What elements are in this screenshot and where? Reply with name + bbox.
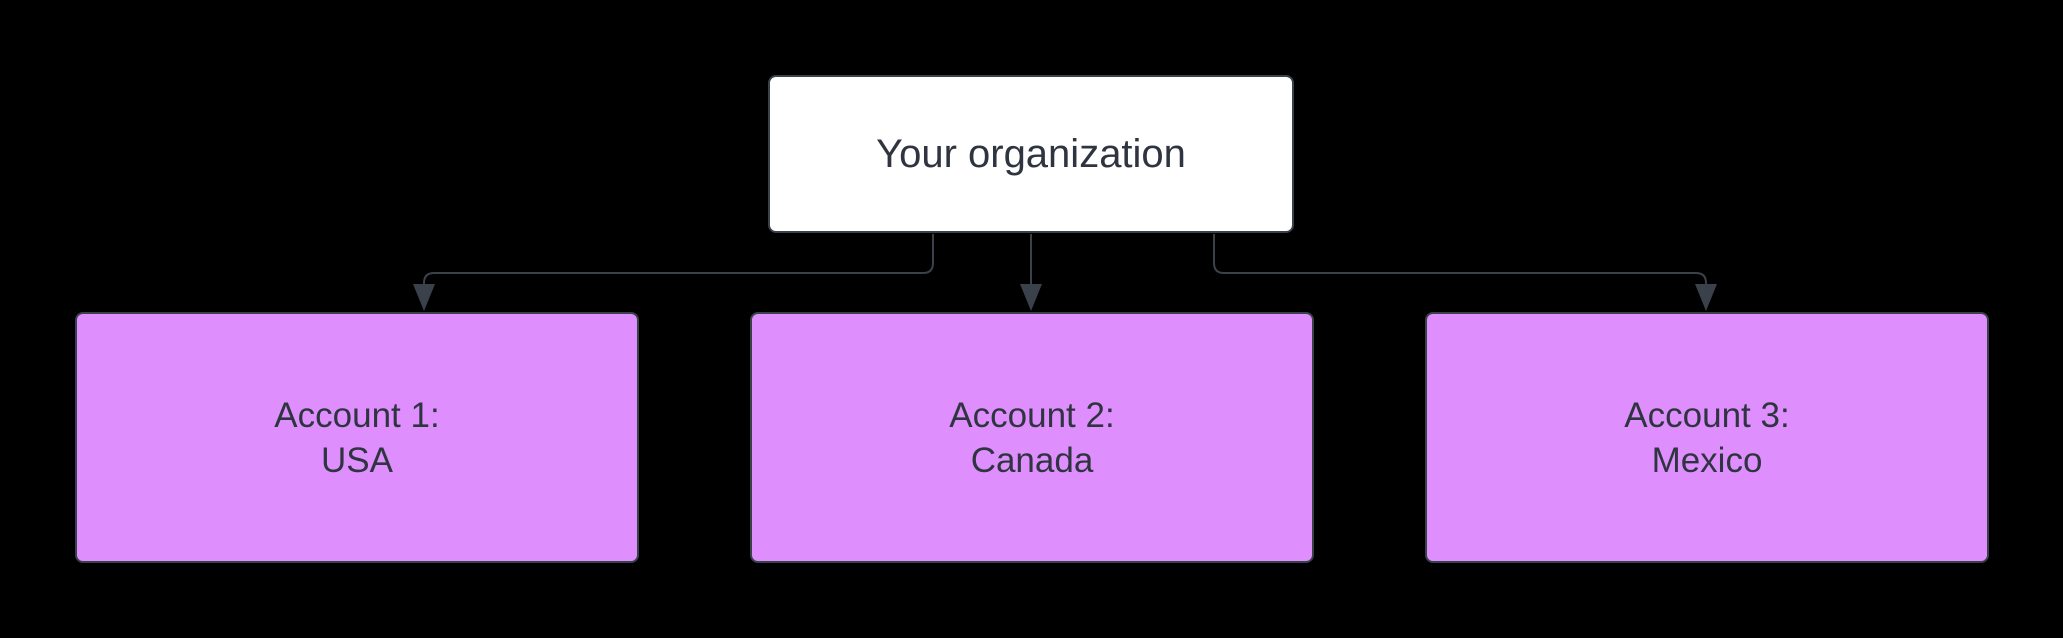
root-node-label: Your organization [876, 131, 1186, 176]
account-1-country: USA [321, 440, 393, 480]
root-node-your-organization: Your organization [768, 75, 1294, 233]
arrowhead-account-2 [1020, 284, 1042, 311]
connector-account-3 [1213, 234, 1707, 290]
account-node-3: Account 3: Mexico [1425, 312, 1989, 563]
account-node-2: Account 2: Canada [750, 312, 1314, 563]
account-node-1: Account 1: USA [75, 312, 639, 563]
arrowhead-account-3 [1695, 284, 1717, 311]
account-2-title: Account 2: [949, 395, 1115, 435]
account-3-country: Mexico [1651, 440, 1763, 480]
arrowhead-account-1 [413, 284, 435, 311]
account-3-title: Account 3: [1624, 395, 1790, 435]
account-1-title: Account 1: [274, 395, 440, 435]
connector-account-1 [423, 234, 934, 290]
account-2-country: Canada [970, 440, 1094, 480]
